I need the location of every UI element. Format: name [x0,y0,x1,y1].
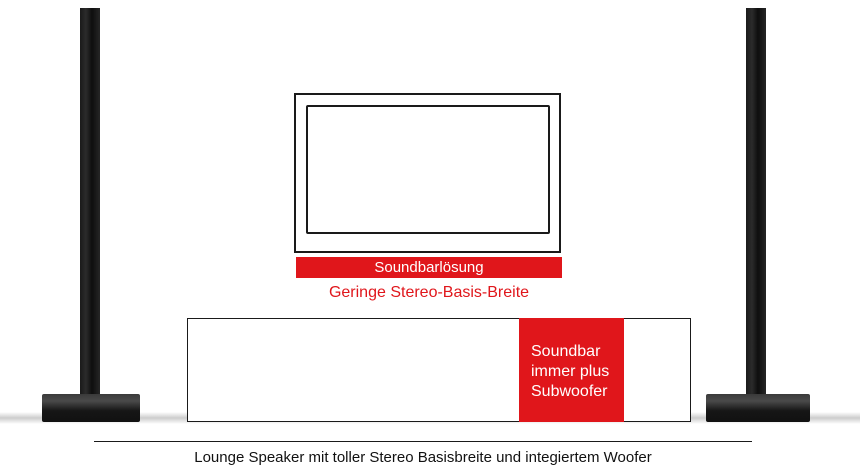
right-speaker-column [746,8,766,394]
baseline-divider [94,441,752,442]
soundbar-solution-label: Soundbarlösung [296,257,562,278]
tv-frame [294,93,561,253]
right-tower-speaker [704,8,812,426]
right-speaker-base [706,394,810,422]
left-tower-speaker [38,8,140,426]
caption: Lounge Speaker mit toller Stereo Basisbr… [194,449,652,466]
left-speaker-base [42,394,140,422]
left-speaker-column [80,8,100,394]
tv-screen [306,105,550,234]
subwoofer-note: Soundbar immer plus Subwoofer [519,318,624,422]
soundbar-subtitle: Geringe Stereo-Basis-Breite [328,284,530,301]
